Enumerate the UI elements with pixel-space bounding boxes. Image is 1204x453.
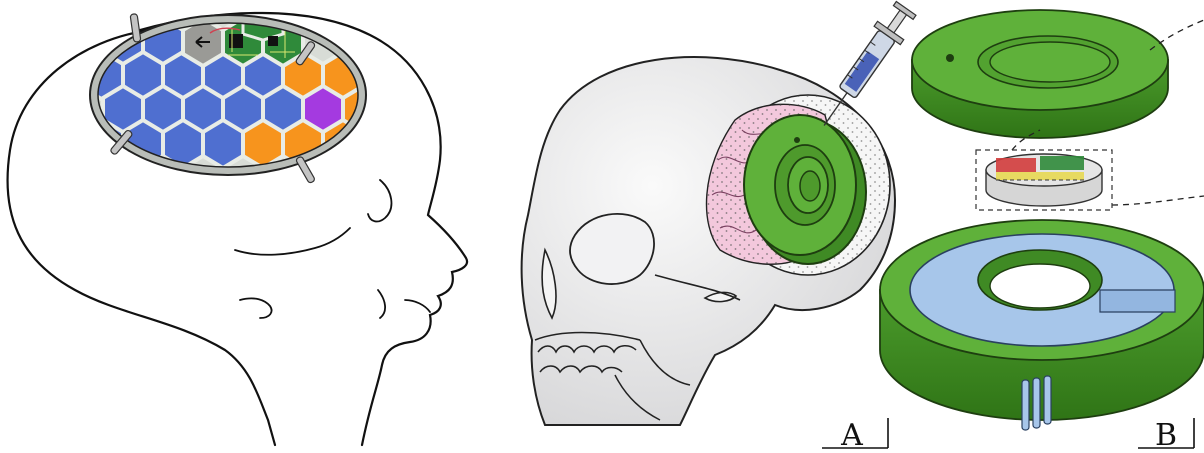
implant-lid (912, 10, 1168, 138)
head-inner-contour (235, 180, 430, 318)
panel-label-b: B (1155, 418, 1177, 453)
panel-b-label: B (1138, 418, 1194, 453)
skull-drawing (522, 0, 920, 425)
panel-a-label: A (822, 418, 888, 453)
panel-label-a: A (840, 418, 863, 453)
implant-base (880, 220, 1204, 430)
exploded-implant (880, 10, 1204, 430)
sensor-capsule (976, 150, 1112, 210)
hexagon-implant (83, 6, 383, 184)
